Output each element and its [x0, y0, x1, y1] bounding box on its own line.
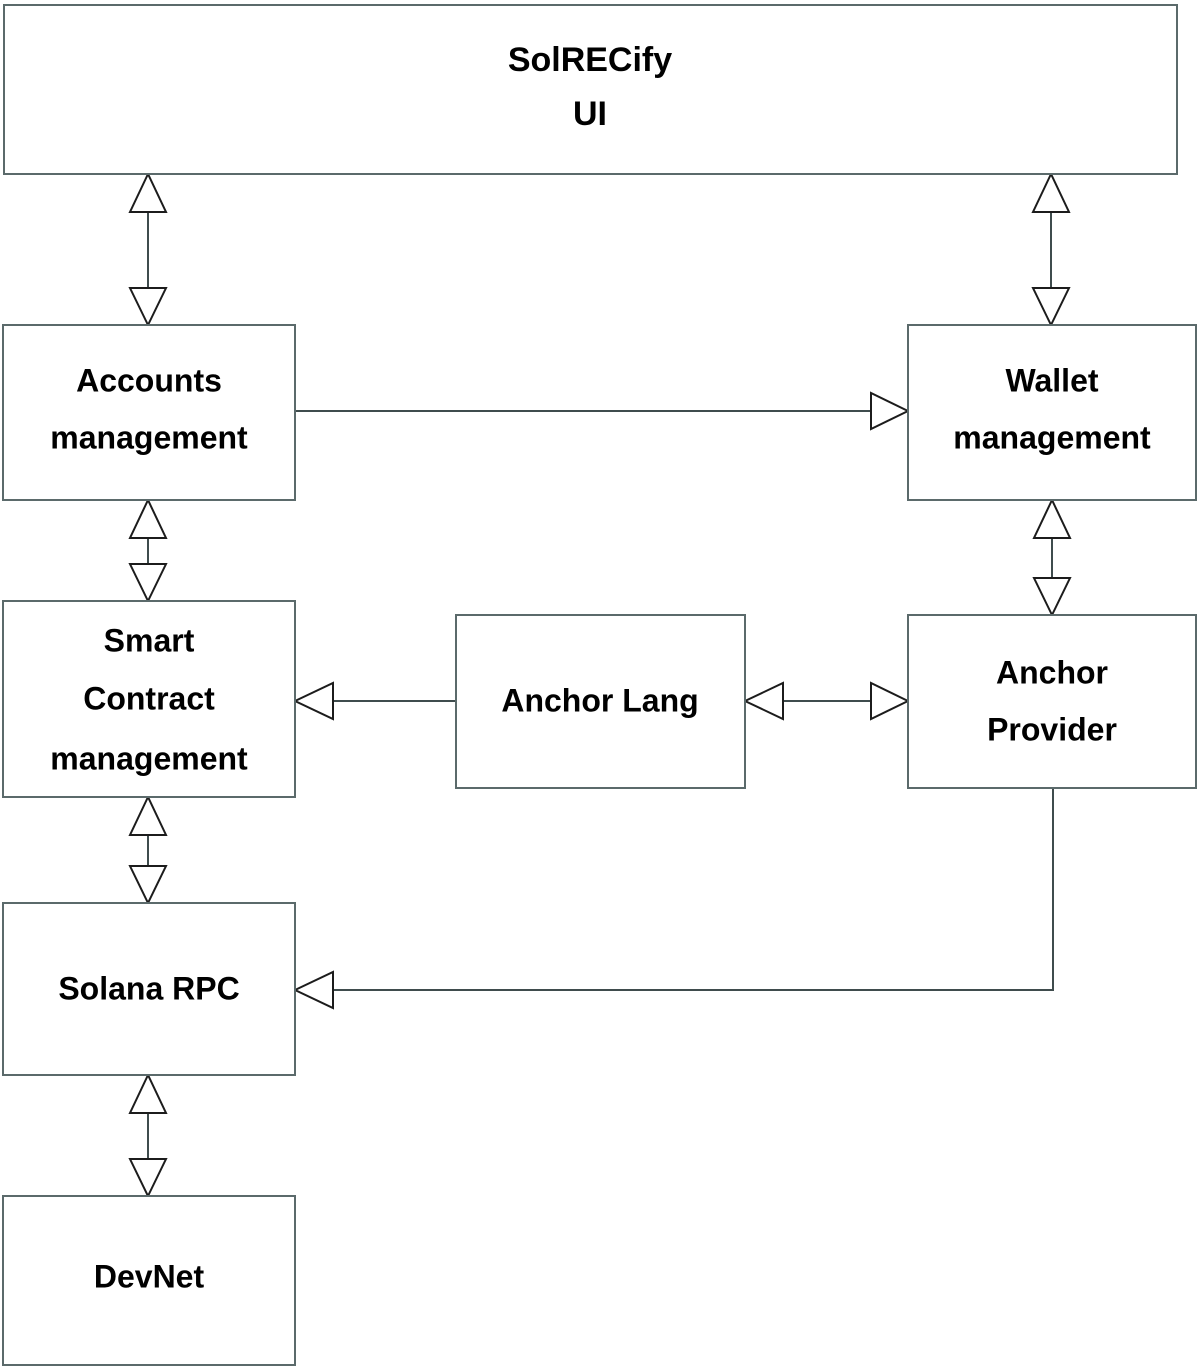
solana-rpc-label: Solana RPC — [58, 970, 239, 1006]
edge-smart-contract-management-to-solana-rpc — [128, 794, 168, 906]
edge-solana-rpc-to-devnet — [128, 1072, 168, 1199]
solrecify-ui-label-line-1: SolRECify — [508, 41, 672, 79]
anchor-lang-label: Anchor Lang — [501, 682, 698, 718]
node-solana-rpc[interactable]: Solana RPC — [2, 902, 296, 1076]
node-accounts-management[interactable]: Accounts management — [2, 324, 296, 501]
edge-anchor-provider-to-solana-rpc — [292, 788, 1054, 1010]
edge-anchor-lang-to-anchor-provider — [742, 681, 911, 721]
edge-ui-to-wallet-management — [1031, 171, 1071, 328]
accounts-management-label-line-1: Accounts — [76, 362, 222, 398]
edge-accounts-management-to-wallet-management — [295, 391, 911, 431]
node-devnet[interactable]: DevNet — [2, 1195, 296, 1366]
accounts-management-label-line-2: management — [50, 419, 248, 455]
devnet-label: DevNet — [94, 1258, 205, 1294]
solrecify-ui-label-line-2: UI — [573, 95, 607, 133]
smart-contract-management-label-line-3: management — [50, 740, 248, 776]
wallet-management-label-line-2: management — [953, 419, 1151, 455]
wallet-management-label-line-1: Wallet — [1005, 362, 1098, 398]
edge-wallet-management-to-anchor-provider — [1032, 497, 1072, 618]
node-anchor-provider[interactable]: Anchor Provider — [907, 614, 1197, 789]
smart-contract-management-label-line-1: Smart — [104, 622, 195, 658]
node-solrecify-ui[interactable]: SolRECify UI — [3, 4, 1178, 175]
smart-contract-management-label-line-2: Contract — [83, 680, 215, 716]
edge-accounts-management-to-smart-contract-management — [128, 497, 168, 604]
anchor-provider-label-line-2: Provider — [987, 711, 1117, 747]
node-wallet-management[interactable]: Wallet management — [907, 324, 1197, 501]
node-anchor-lang[interactable]: Anchor Lang — [455, 614, 746, 789]
anchor-provider-label-line-1: Anchor — [996, 654, 1108, 690]
edge-anchor-lang-to-smart-contract-management — [292, 681, 456, 721]
node-smart-contract-management[interactable]: Smart Contract management — [2, 600, 296, 798]
edge-ui-to-accounts-management — [128, 171, 168, 328]
